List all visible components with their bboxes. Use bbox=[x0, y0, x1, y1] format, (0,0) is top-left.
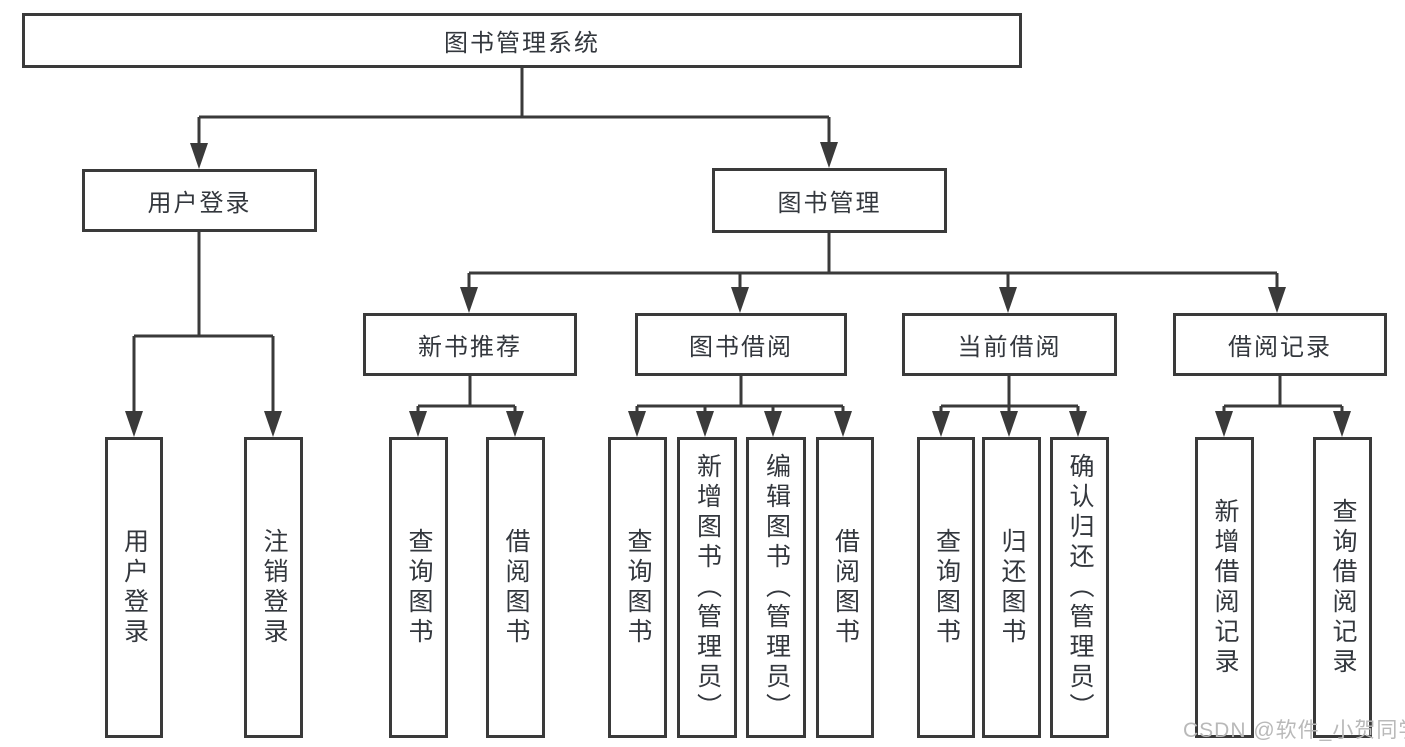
leaf-rec-add-record: 新增借阅记录 bbox=[1195, 437, 1254, 738]
arrow-leaf-cb-return bbox=[1000, 411, 1018, 437]
arrow-leaf-rec-query bbox=[1333, 411, 1351, 437]
node-book-management: 图书管理 bbox=[712, 168, 947, 233]
arrow-leaf-bb-query bbox=[628, 411, 646, 437]
node-user-login: 用户登录 bbox=[82, 169, 317, 232]
arrow-leaf-login bbox=[125, 411, 143, 437]
leaf-cb-query-books: 查询图书 bbox=[917, 437, 975, 738]
arrow-newbook bbox=[460, 287, 478, 313]
arrow-leaf-bb-borrow bbox=[834, 411, 852, 437]
arrow-leaf-bb-edit bbox=[764, 411, 782, 437]
leaf-cb-confirm-return-admin: 确认归还（管理员） bbox=[1050, 437, 1109, 738]
arrow-leaf-cb-confirm bbox=[1069, 411, 1087, 437]
arrowheads bbox=[125, 142, 1351, 437]
leaf-logout: 注销登录 bbox=[244, 437, 303, 738]
node-root-system: 图书管理系统 bbox=[22, 13, 1022, 68]
arrow-leaf-rec-add bbox=[1215, 411, 1233, 437]
leaf-bb-edit-books-admin: 编辑图书（管理员） bbox=[746, 437, 806, 738]
leaf-bb-add-books-admin: 新增图书（管理员） bbox=[677, 437, 737, 738]
arrow-book-mgmt bbox=[820, 142, 838, 168]
leaf-bb-borrow-books: 借阅图书 bbox=[816, 437, 874, 738]
arrow-borrow bbox=[731, 287, 749, 313]
node-borrow-records: 借阅记录 bbox=[1173, 313, 1387, 376]
arrow-leaf-nb-borrow bbox=[506, 411, 524, 437]
arrow-records bbox=[1268, 287, 1286, 313]
leaf-nb-query-books: 查询图书 bbox=[389, 437, 448, 738]
csdn-watermark: CSDN @软件_小贺同学 bbox=[1183, 719, 1405, 742]
arrow-leaf-logout bbox=[264, 411, 282, 437]
leaf-user-login: 用户登录 bbox=[105, 437, 163, 738]
arrow-leaf-bb-add bbox=[696, 411, 714, 437]
node-current-borrow: 当前借阅 bbox=[902, 313, 1117, 376]
arrow-leaf-nb-query bbox=[409, 411, 427, 437]
leaf-nb-borrow-books: 借阅图书 bbox=[486, 437, 545, 738]
node-book-borrow: 图书借阅 bbox=[635, 313, 847, 376]
node-new-book-recommend: 新书推荐 bbox=[363, 313, 577, 376]
leaf-rec-query-record: 查询借阅记录 bbox=[1313, 437, 1372, 738]
arrow-leaf-cb-query bbox=[932, 411, 950, 437]
arrow-user-login bbox=[190, 143, 208, 169]
arrow-current bbox=[999, 287, 1017, 313]
leaf-cb-return-books: 归还图书 bbox=[982, 437, 1041, 738]
leaf-bb-query-books: 查询图书 bbox=[608, 437, 667, 738]
